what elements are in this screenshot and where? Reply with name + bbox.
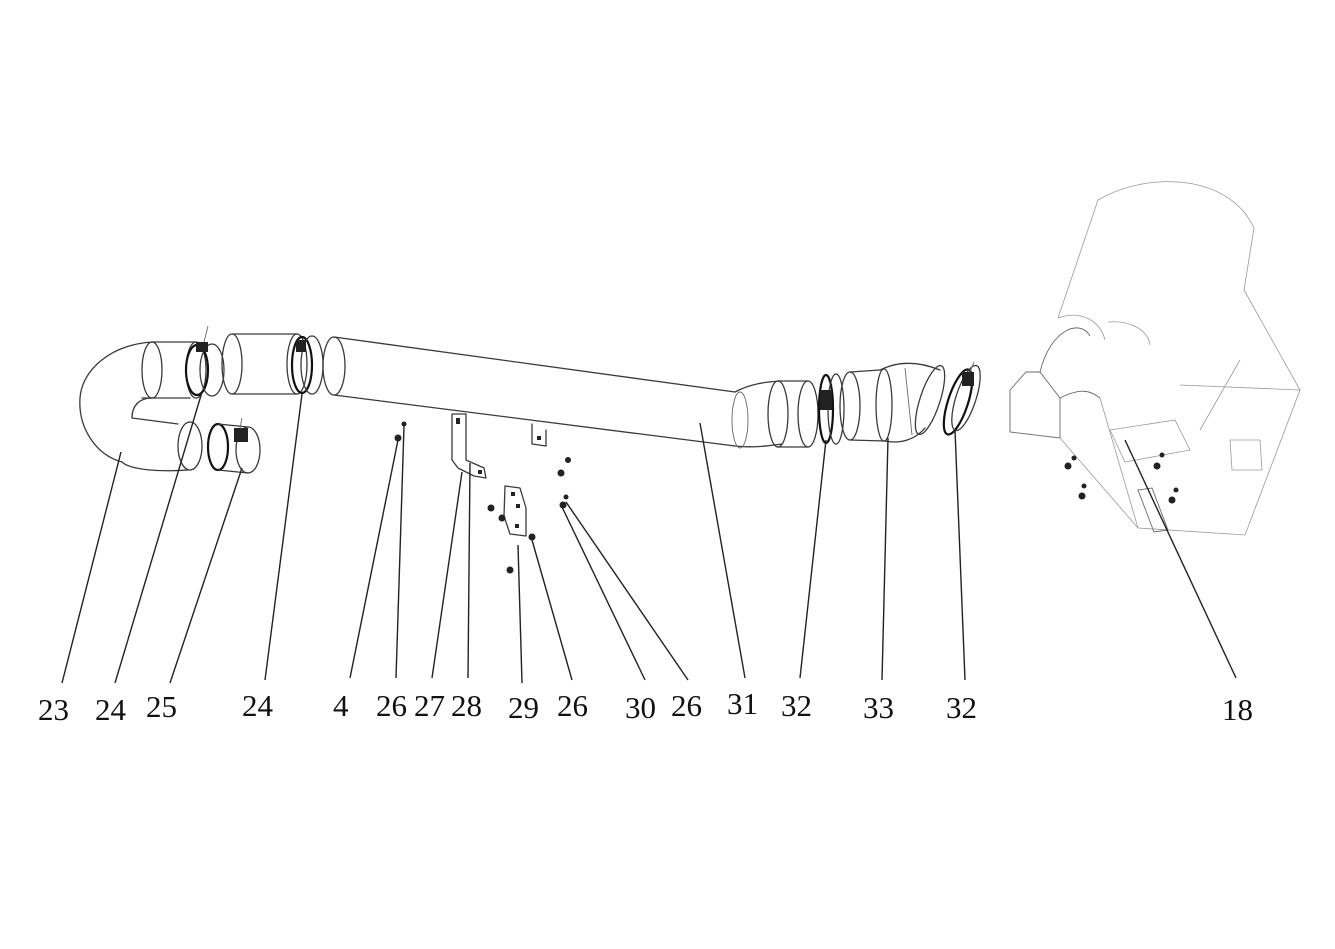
pipe-hanger-tab: [531, 423, 547, 447]
callout-31: 31: [727, 686, 758, 721]
callout-26-b: 26: [557, 688, 588, 723]
leader-lines: [61, 391, 1237, 684]
u-bend-elbow: [79, 341, 207, 472]
callout-24-right: 24: [242, 688, 274, 723]
long-intake-pipe: [322, 336, 819, 449]
pipe-bracket-u: [451, 413, 487, 479]
callout-25: 25: [146, 689, 177, 724]
callout-labels: 23 24 25 24 4 26 27 28 29 26 30 26 31 32…: [38, 686, 1253, 727]
short-hose-sleeve: [221, 333, 308, 395]
elbow-hose: [839, 362, 946, 443]
callout-4: 4: [333, 688, 349, 723]
callout-28: 28: [451, 688, 482, 723]
callout-26-a: 26: [376, 688, 407, 723]
callout-23: 23: [38, 692, 69, 727]
callout-29: 29: [508, 690, 539, 725]
support-bracket: [503, 485, 527, 537]
hose-clamp-lower: [206, 417, 261, 474]
callout-30: 30: [625, 690, 656, 725]
callout-32-b: 32: [946, 690, 977, 725]
air-filter-housing: [1009, 181, 1301, 536]
callout-18: 18: [1222, 692, 1253, 727]
callout-33: 33: [863, 690, 894, 725]
callout-27: 27: [414, 688, 445, 723]
hose-clamp-left: [184, 325, 225, 397]
callout-26-c: 26: [671, 688, 702, 723]
fastener-nuts: [394, 421, 571, 574]
callout-32-a: 32: [781, 688, 812, 723]
callout-24-left: 24: [95, 692, 127, 727]
